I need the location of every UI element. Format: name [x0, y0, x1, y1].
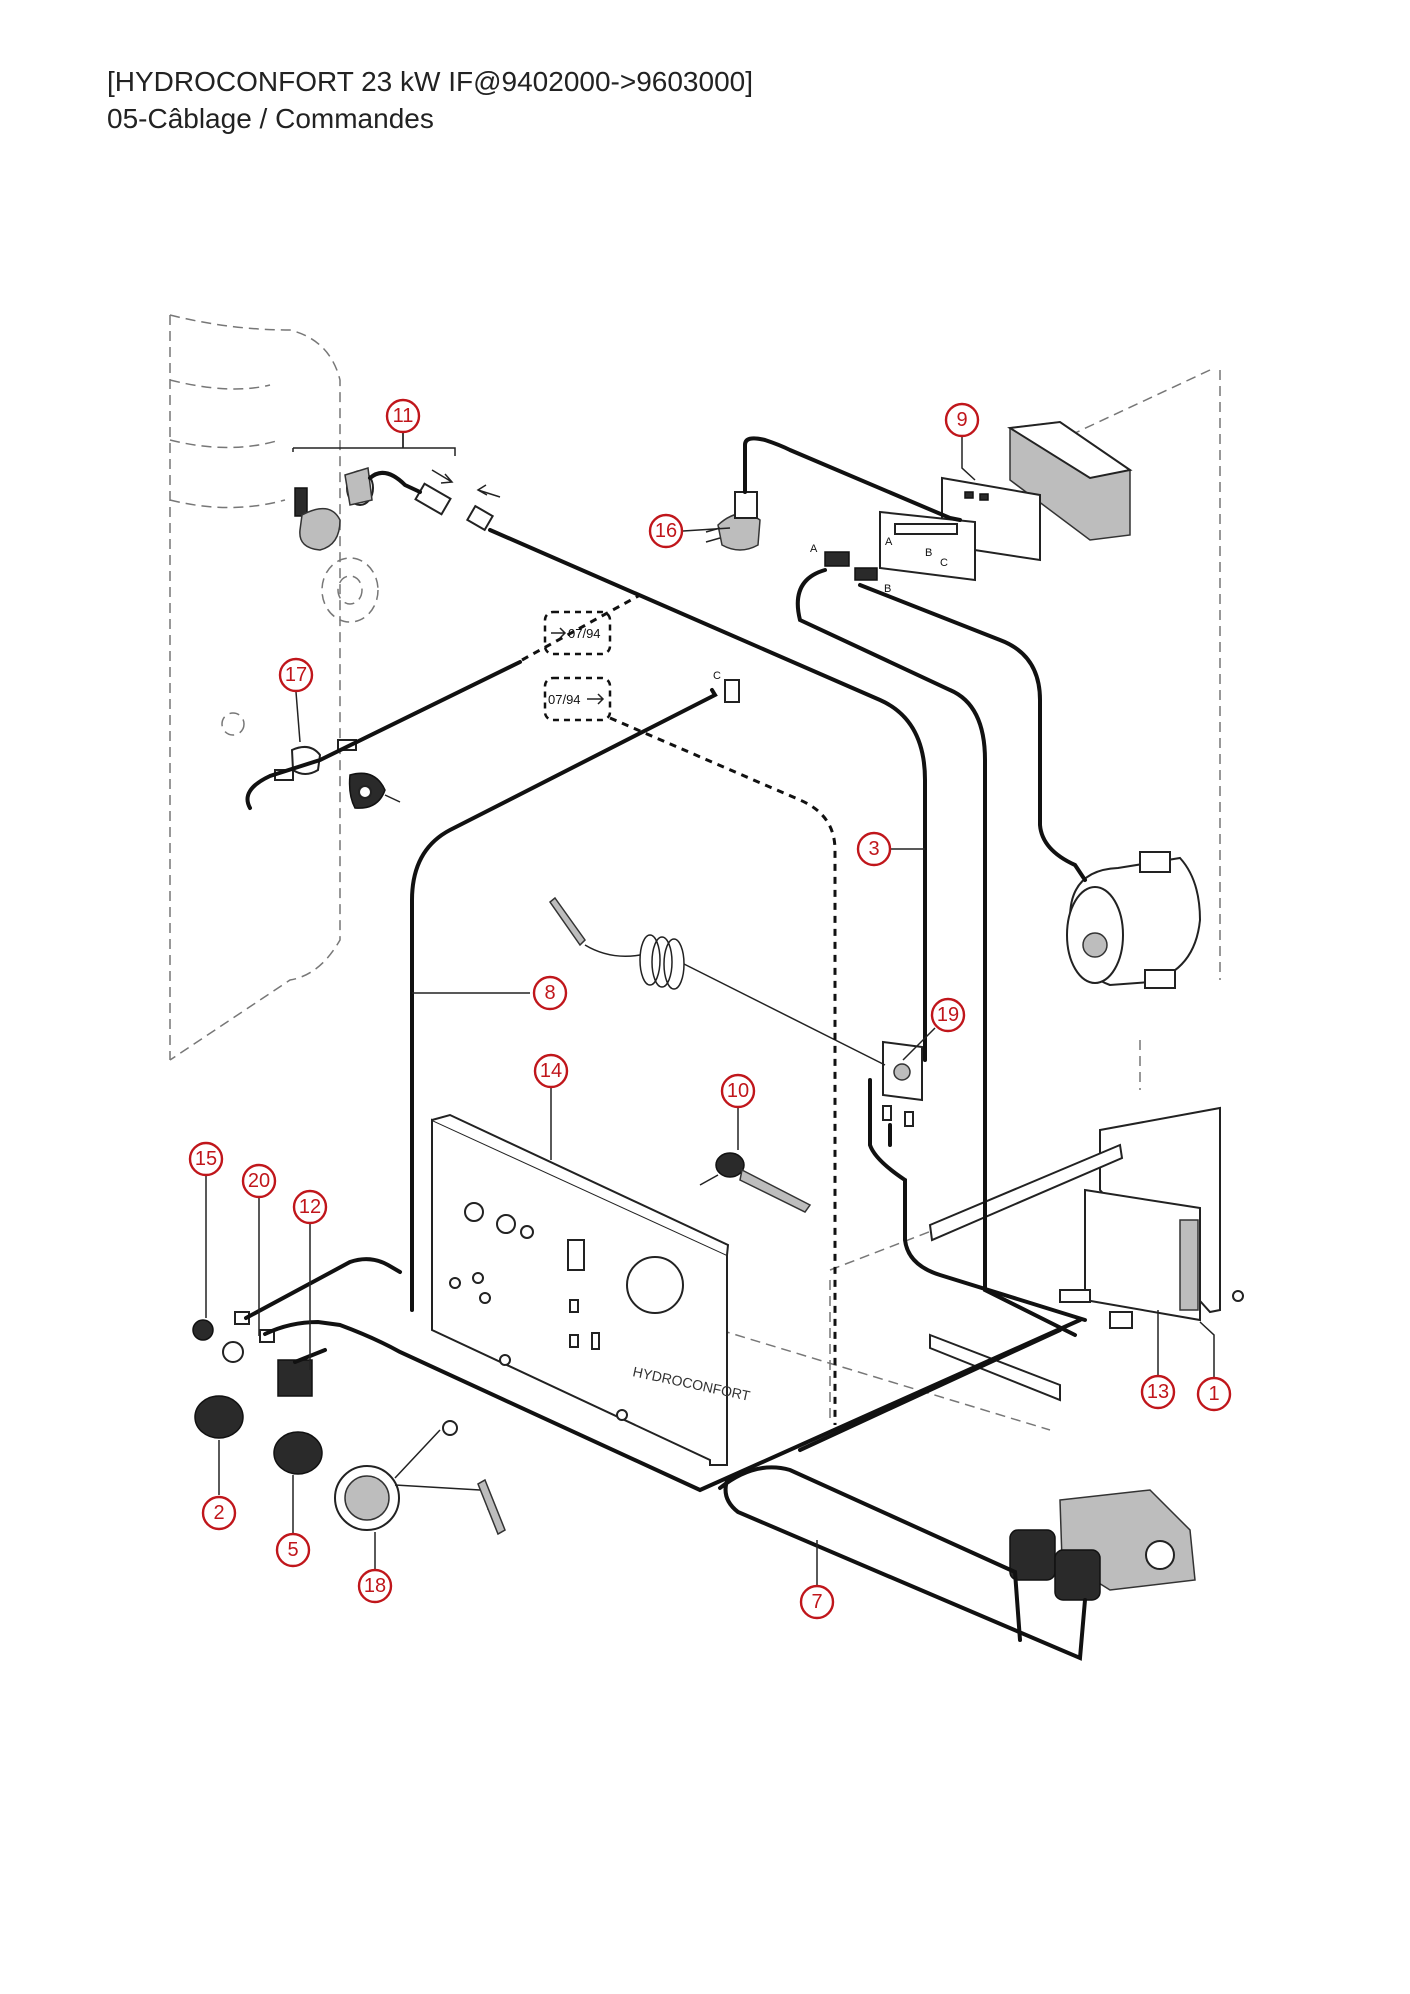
callout-10: 10: [720, 1073, 756, 1109]
svg-text:13: 13: [1147, 1381, 1169, 1403]
part-1-control-unit: [928, 1106, 1244, 1402]
connector-letter-a: A: [810, 543, 818, 555]
part-19-relay: [882, 1040, 923, 1127]
callout-15: 15: [188, 1141, 224, 1177]
front-controls: [192, 1311, 506, 1536]
callout-14: 14: [533, 1053, 569, 1089]
connector-letter-c: C: [713, 670, 721, 682]
callout-12: 12: [292, 1189, 328, 1225]
gas-valve: [1009, 1489, 1196, 1601]
date-box-lower: 07/94: [543, 676, 612, 722]
connector-letter-b: B: [884, 583, 891, 595]
header-line-2: 05-Câblage / Commandes: [107, 103, 434, 134]
date-mark-upper: 07/94: [568, 626, 601, 641]
date-box-upper: 07/94: [543, 610, 612, 656]
callout-7: 7: [799, 1584, 835, 1620]
connector-letter-a-board: A: [885, 536, 893, 548]
connector-c: C: [713, 670, 740, 703]
leader-lines: [205, 432, 1215, 1586]
svg-text:3: 3: [868, 838, 879, 860]
svg-text:9: 9: [956, 409, 967, 431]
date-mark-lower: 07/94: [548, 692, 581, 707]
callout-17: 17: [278, 657, 314, 693]
part-16-plug: [705, 491, 761, 551]
svg-text:20: 20: [248, 1170, 270, 1192]
svg-text:5: 5: [287, 1539, 298, 1561]
part-10-potentiometer: [699, 1152, 812, 1213]
svg-text:19: 19: [937, 1004, 959, 1026]
svg-text:11: 11: [393, 405, 414, 427]
svg-text:12: 12: [299, 1196, 321, 1218]
callout-18: 18: [357, 1568, 393, 1604]
svg-text:18: 18: [364, 1575, 386, 1597]
svg-text:17: 17: [285, 664, 307, 686]
callout-20: 20: [241, 1163, 277, 1199]
part-11-sensor: [292, 430, 501, 623]
callout-9: 9: [944, 402, 980, 438]
callout-5: 3: [856, 831, 892, 867]
svg-text:7: 7: [811, 1591, 822, 1613]
svg-text:10: 10: [727, 1080, 749, 1102]
svg-text:1: 1: [1208, 1383, 1219, 1405]
connector-letter-c-board: C: [940, 557, 948, 569]
callout-19: 19: [930, 997, 966, 1033]
svg-text:8: 8: [544, 982, 555, 1004]
svg-text:16: 16: [655, 520, 677, 542]
svg-text:2: 2: [213, 1502, 224, 1524]
svg-text:15: 15: [195, 1148, 217, 1170]
callout-1: 1: [1196, 1376, 1232, 1412]
header-line-1: [HYDROCONFORT 23 kW IF@9402000->9603000]: [107, 66, 753, 97]
callout-16: 16: [648, 513, 684, 549]
callout-11: 11: [385, 398, 421, 434]
callout-3: 5: [275, 1532, 311, 1568]
callout-2: 2: [201, 1495, 237, 1531]
callout-13: 13: [1140, 1374, 1176, 1410]
callout-8: 8: [532, 975, 568, 1011]
part-14-front-panel: HYDROCONFORT: [431, 1113, 752, 1466]
part-9-control-box: A B C A B: [810, 420, 1133, 595]
svg-text:14: 14: [540, 1060, 562, 1082]
capillary-coil: [548, 896, 886, 1066]
pump: [1066, 851, 1202, 989]
connector-letter-b-board: B: [925, 547, 932, 559]
